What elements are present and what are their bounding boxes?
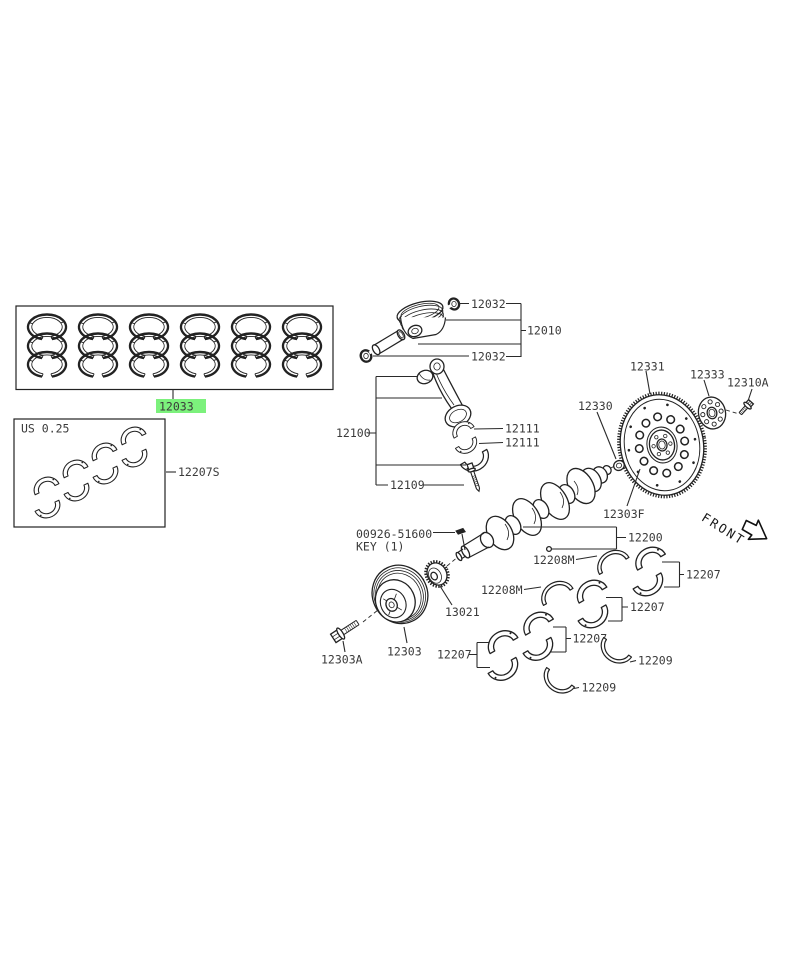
label-rod-bearing-upper[interactable]: 12111	[505, 422, 540, 436]
pulley-bolt-drawing	[329, 619, 360, 644]
piston-ring-kit-box: 12033	[15, 305, 334, 414]
leader-12111-upper	[473, 427, 504, 430]
flywheel-bolt-group: 12310A	[727, 376, 769, 416]
crankshaft-drawing	[455, 464, 612, 562]
bearing-cluster: 12208M 12208M 12207 12207 12207 12207 12…	[437, 540, 721, 700]
thrust-washer-upper	[535, 574, 574, 606]
drive-plate-drawing	[697, 396, 727, 430]
rod-bearing-lower	[454, 436, 482, 458]
leader-12303	[403, 626, 408, 644]
pulley-bolt-group: 12303A	[321, 619, 363, 667]
leader-12303F	[626, 468, 641, 507]
flywheel-ref-callout: 12303F	[603, 468, 645, 521]
bracket-12207-c	[551, 626, 571, 653]
label-flywheel-bolt-ref[interactable]: 12303F	[603, 507, 645, 521]
leader-12330	[596, 411, 617, 460]
bracket-12010	[373, 302, 526, 358]
label-key-part-no[interactable]: 00926-51600	[356, 527, 432, 541]
label-snap-ring-top[interactable]: 12032	[471, 297, 506, 311]
snap-ring-bottom	[359, 349, 373, 363]
main-bearing-shell	[632, 572, 669, 603]
label-thrust-washer-lower-a[interactable]: 12209	[638, 654, 673, 668]
thrust-washer-lower	[537, 666, 576, 700]
label-undersize-mark: US 0.25	[21, 422, 69, 436]
bracket-12207-d	[469, 641, 490, 669]
drive-plate-group: 12333	[690, 368, 727, 430]
label-main-bearing-c[interactable]: 12207	[573, 632, 608, 646]
label-crank-pulley[interactable]: 12303	[387, 645, 422, 659]
front-marker: FRONT	[699, 510, 768, 548]
bracket-12100	[368, 375, 466, 486]
label-key-qty[interactable]: KEY (1)	[356, 540, 404, 554]
main-bearing-shell	[629, 540, 667, 571]
piston-pin	[371, 329, 406, 356]
woodruff-key-drawing	[455, 527, 466, 535]
crankshaft-callout: 12200	[523, 526, 663, 553]
main-bearing-shell	[487, 656, 524, 687]
snap-ring-top	[447, 297, 461, 311]
pilot-bush-hole	[615, 462, 623, 469]
flywheel-bolt-drawing	[738, 398, 755, 416]
label-connecting-rod[interactable]: 12100	[336, 426, 371, 440]
front-arrow-icon	[741, 519, 768, 541]
main-bearing-shell	[482, 624, 519, 655]
label-drive-plate[interactable]: 12333	[690, 368, 725, 382]
label-bearing-kit[interactable]: 12207S	[178, 465, 220, 479]
leader-12310A	[747, 388, 753, 402]
bracket-12200	[523, 526, 626, 550]
label-thrust-washer-upper-a[interactable]: 12208M	[533, 553, 575, 567]
bracket-12207-b	[606, 596, 628, 622]
main-bearing-kit-box: US 0.25 12207S	[13, 418, 220, 528]
leader-12209-b	[573, 686, 580, 690]
label-thrust-washer-upper-b[interactable]: 12208M	[481, 583, 523, 597]
pilot-bush-group: 12330	[578, 399, 625, 472]
label-rod-bolt[interactable]: 12109	[390, 478, 425, 492]
ring-box-frame	[15, 305, 334, 391]
leader-12333	[703, 379, 710, 397]
label-rod-bearing-lower[interactable]: 12111	[505, 436, 540, 450]
main-bearing-shell	[577, 604, 614, 635]
bracket-12207-a	[662, 561, 684, 588]
leader-13021	[439, 585, 453, 606]
piston-callouts: 12032 12010 12032	[373, 297, 562, 364]
crank-pulley-drawing: 12303	[371, 564, 429, 659]
pilot-bush-drawing	[613, 459, 625, 472]
woodruff-key-group: 00926-51600 KEY (1)	[356, 527, 466, 554]
label-crankshaft[interactable]: 12200	[628, 531, 663, 545]
leader-key	[433, 531, 466, 551]
label-pulley-bolt[interactable]: 12303A	[321, 653, 363, 667]
label-main-bearing-a[interactable]: 12207	[686, 568, 721, 582]
label-flywheel-bolt[interactable]: 12310A	[727, 376, 769, 390]
rod-callouts: 12100 12111 12111 12109	[336, 375, 540, 492]
label-main-bearing-d[interactable]: 12207	[437, 648, 472, 662]
label-flywheel[interactable]: 12331	[630, 360, 665, 374]
front-label: FRONT	[699, 510, 748, 548]
flywheel-drawing: 12331	[617, 360, 707, 499]
sprocket-drawing: 13021	[424, 560, 480, 619]
leader-12111-lower	[478, 441, 504, 445]
leader-12303A	[342, 640, 346, 653]
leader-12209-a	[629, 659, 637, 663]
label-thrust-washer-lower-b[interactable]: 12209	[582, 681, 617, 695]
label-snap-ring-bottom[interactable]: 12032	[471, 350, 506, 364]
main-bearing-shell	[517, 605, 555, 636]
rod-bolt-drawing	[466, 462, 481, 493]
connecting-rod-drawing	[416, 358, 495, 493]
piston-drawing	[359, 297, 461, 363]
leader-12208M-b	[523, 586, 542, 591]
leader-12208M-a	[575, 555, 598, 561]
label-pilot-bush[interactable]: 12330	[578, 399, 613, 413]
label-main-bearing-b[interactable]: 12207	[630, 600, 665, 614]
leader-12331	[645, 370, 651, 395]
label-sprocket[interactable]: 13021	[445, 605, 480, 619]
label-piston[interactable]: 12010	[527, 324, 562, 338]
highlight-12033	[156, 399, 206, 413]
label-piston-ring-set[interactable]: 12033	[159, 400, 194, 414]
pilot-hole-marker	[545, 545, 553, 553]
main-bearing-shell	[571, 573, 608, 604]
